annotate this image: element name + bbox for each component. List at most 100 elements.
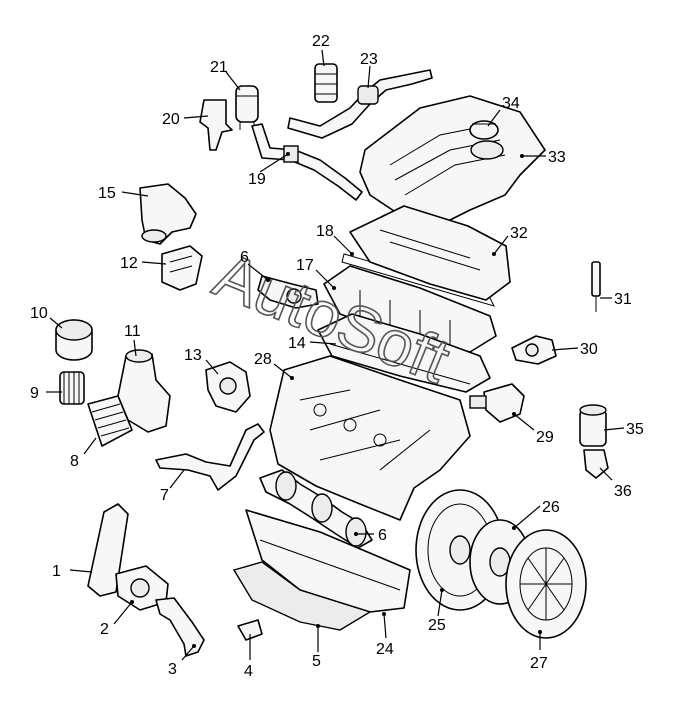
callout-27: 27 [530, 655, 548, 672]
leader-8 [83, 437, 97, 455]
water-pump [205, 361, 251, 413]
fuel-filter-element [579, 404, 607, 447]
leader-29 [513, 413, 535, 431]
callout-14: 14 [288, 335, 306, 352]
dot-27 [538, 630, 542, 634]
callout-7: 7 [160, 487, 169, 504]
leader-30 [551, 347, 579, 351]
callout-19: 19 [248, 171, 266, 188]
mounting-clip [237, 619, 263, 641]
leader-dots [130, 152, 542, 648]
dot-29 [512, 412, 516, 416]
callout-31: 31 [614, 291, 632, 308]
sensor-bracket [199, 99, 233, 151]
thermostat-housing [511, 335, 557, 365]
leader-22 [321, 49, 325, 67]
filter-cartridge [314, 63, 338, 103]
leader-23 [367, 65, 371, 89]
engine-block [269, 355, 471, 521]
leader-lines [46, 49, 625, 661]
callout-2: 2 [100, 621, 109, 638]
leader-18 [333, 235, 353, 255]
valve-cover [349, 205, 511, 301]
engine-cover [359, 95, 546, 226]
callout-9: 9 [30, 385, 39, 402]
injection-pump [469, 383, 525, 423]
callout-30: 30 [580, 341, 598, 358]
callout-20: 20 [162, 111, 180, 128]
coolant-pipe [251, 123, 363, 201]
dot-18 [350, 252, 354, 256]
callout-29: 29 [536, 429, 554, 446]
leader-32 [493, 235, 509, 255]
callout-15: 15 [98, 185, 116, 202]
coolant-tube [155, 423, 265, 491]
breather-hose [287, 69, 433, 139]
leader-3 [181, 645, 195, 661]
oil-cooler [87, 395, 133, 447]
leader-1 [69, 569, 93, 573]
dot-32 [492, 252, 496, 256]
dot-25 [440, 588, 444, 592]
leader-11 [133, 339, 137, 357]
callout-3: 3 [168, 661, 177, 678]
crankshaft [259, 469, 373, 549]
filter-bracket [583, 449, 609, 479]
leader-34 [487, 109, 501, 127]
callout-36: 36 [614, 483, 632, 500]
callout-6b: 6 [378, 527, 387, 544]
oil-pan [245, 509, 411, 613]
callout-25: 25 [428, 617, 446, 634]
leader-12 [141, 261, 167, 265]
dot-24 [382, 612, 386, 616]
dot-33 [520, 154, 524, 158]
leader-15 [121, 191, 149, 197]
leader-14 [309, 341, 337, 345]
dot-17 [332, 286, 336, 290]
leader-2 [113, 601, 133, 625]
dot-5 [316, 624, 320, 628]
callout-26: 26 [542, 499, 560, 516]
dot-28 [290, 376, 294, 380]
callout-24: 24 [376, 641, 394, 658]
oil-filter-housing [117, 349, 171, 433]
callout-labels: 1 2 3 4 5 6 6 7 8 9 10 11 12 13 14 15 17… [30, 33, 644, 680]
leader-25 [437, 589, 443, 617]
callout-6a: 6 [240, 249, 249, 266]
dot-2 [130, 600, 134, 604]
callout-8: 8 [70, 453, 79, 470]
callout-12: 12 [120, 255, 138, 272]
callout-1: 1 [52, 563, 61, 580]
callout-33: 33 [548, 149, 566, 166]
callout-32: 32 [510, 225, 528, 242]
callout-4: 4 [244, 663, 253, 680]
leader-35 [603, 427, 625, 431]
callout-21: 21 [210, 59, 228, 76]
cylinder-head [317, 313, 491, 393]
callout-28: 28 [254, 351, 272, 368]
leader-7 [169, 469, 185, 489]
engine-mount [139, 183, 197, 245]
leader-24 [383, 613, 387, 639]
callout-34: 34 [502, 95, 520, 112]
pressure-plate [505, 529, 587, 639]
dot-19 [286, 152, 290, 156]
leader-13 [205, 359, 219, 375]
oil-pump [115, 565, 169, 611]
fuel-filter [235, 85, 259, 130]
dot-26 [512, 526, 516, 530]
support-bracket [161, 245, 203, 291]
dot-3 [192, 644, 196, 648]
callout-11: 11 [124, 323, 141, 340]
callout-23: 23 [360, 51, 378, 68]
intake-fitting [257, 275, 319, 309]
callout-18: 18 [316, 223, 334, 240]
glow-plug [591, 261, 601, 312]
oil-filter-element [59, 371, 85, 405]
leader-20 [183, 115, 209, 119]
callout-17: 17 [296, 257, 314, 274]
dot-6b [354, 532, 358, 536]
oil-pickup-tube [155, 597, 205, 657]
